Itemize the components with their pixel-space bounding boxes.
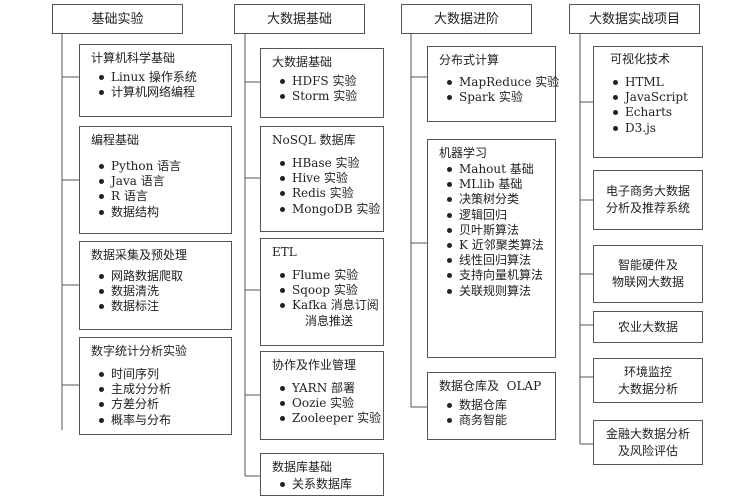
list-item: Spark 实验	[445, 90, 555, 105]
project-agriculture: 农业大数据	[593, 311, 703, 343]
column-header-projects: 大数据实战项目	[569, 4, 700, 34]
column-title: 大数据进阶	[433, 11, 499, 27]
list-item: Sqoop 实验	[278, 283, 383, 298]
project-line: 农业大数据	[617, 319, 678, 334]
project-line: 环境监控	[623, 364, 672, 379]
project-line: 智能硬件及	[617, 258, 678, 272]
list-item: Redis 实验	[278, 186, 383, 201]
list-item: HBase 实验	[278, 156, 383, 171]
list-item: 商务智能	[445, 413, 555, 428]
list-item: K 近邻聚类算法	[445, 238, 555, 253]
section-title: 数据采集及预处理	[91, 248, 188, 262]
list-item: 计算机网络编程	[97, 85, 231, 100]
project-ecommerce: 电子商务大数据 分析及推荐系统	[593, 170, 703, 230]
section-data-warehouse: 数据仓库及 OLAP 数据仓库 商务智能	[427, 372, 556, 440]
project-line: 电子商务大数据	[605, 184, 690, 198]
section-machine-learning: 机器学习 Mahout 基础 MLlib 基础 决策树分类 逻辑回归 贝叶斯算法…	[427, 139, 556, 358]
list-item: Java 语言	[97, 174, 231, 189]
list-item: 数据结构	[97, 205, 231, 220]
list-item: HTML	[611, 75, 702, 90]
list-item: YARN 部署	[278, 381, 383, 396]
list-item: Storm 实验	[278, 89, 383, 104]
section-cs-basics: 计算机科学基础 Linux 操作系统 计算机网络编程	[79, 44, 232, 117]
list-item: 关系数据库	[278, 477, 383, 492]
section-etl: ETL Flume 实验 Sqoop 实验 Kafka 消息订阅 消息推送	[260, 238, 384, 346]
section-title: 数据库基础	[272, 460, 333, 474]
list-item: Oozie 实验	[278, 396, 383, 411]
list-item: 方差分析	[97, 397, 231, 412]
list-item: D3.js	[611, 121, 702, 136]
list-item-continuation: 消息推送	[305, 313, 354, 328]
column-title: 大数据实战项目	[588, 11, 680, 27]
section-programming-basics: 编程基础 Python 语言 Java 语言 R 语言 数据结构	[79, 126, 232, 234]
list-item: Kafka 消息订阅	[278, 298, 383, 313]
list-item: Linux 操作系统	[97, 70, 231, 85]
column-title: 大数据基础	[266, 11, 332, 27]
list-item: Hive 实验	[278, 171, 383, 186]
section-title: 编程基础	[91, 133, 140, 147]
section-statistics: 数字统计分析实验 时间序列 主成分分析 方差分析 概率与分布	[79, 337, 232, 435]
column-header-big-data-basics: 大数据基础	[234, 4, 365, 34]
list-item: 概率与分布	[97, 413, 231, 428]
section-title: 可视化技术	[610, 52, 671, 66]
section-distributed-computing: 分布式计算 MapReduce 实验 Spark 实验	[427, 46, 559, 122]
section-title: ETL	[272, 245, 297, 259]
section-collaboration: 协作及作业管理 YARN 部署 Oozie 实验 Zooleeper 实验	[260, 351, 384, 440]
project-line: 物联网大数据	[611, 275, 684, 289]
section-title: 数字统计分析实验	[91, 344, 188, 358]
list-item: JavaScript	[611, 90, 702, 105]
list-item: Python 语言	[97, 159, 231, 174]
list-item: Zooleeper 实验	[278, 411, 383, 426]
list-item: 贝叶斯算法	[445, 223, 555, 238]
section-title: 数据仓库及 OLAP	[439, 379, 542, 393]
project-line: 金融大数据分析	[605, 426, 690, 441]
list-item: MongoDB 实验	[278, 202, 383, 217]
project-line: 大数据分析	[617, 381, 678, 396]
column-header-big-data-advanced: 大数据进阶	[401, 4, 532, 34]
column-title: 基础实验	[91, 11, 144, 27]
list-item: 时间序列	[97, 367, 231, 382]
section-title: NoSQL 数据库	[272, 133, 356, 147]
project-line: 及风险评估	[617, 443, 678, 458]
list-item: R 语言	[97, 189, 231, 204]
list-item: 逻辑回归	[445, 208, 555, 223]
section-nosql: NoSQL 数据库 HBase 实验 Hive 实验 Redis 实验 Mong…	[260, 126, 384, 232]
section-title: 大数据基础	[272, 55, 333, 69]
list-item: 主成分分析	[97, 382, 231, 397]
list-item: 关联规则算法	[445, 284, 555, 299]
section-data-collection: 数据采集及预处理 网路数据爬取 数据清洗 数据标注	[79, 241, 232, 330]
list-item: 线性回归算法	[445, 253, 555, 268]
section-big-data-basics: 大数据基础 HDFS 实验 Storm 实验	[260, 48, 384, 118]
list-item: Flume 实验	[278, 268, 383, 283]
list-item: 数据仓库	[445, 398, 555, 413]
project-finance: 金融大数据分析 及风险评估	[593, 420, 703, 465]
list-item: 数据标注	[97, 299, 231, 314]
section-title: 分布式计算	[439, 53, 500, 67]
column-header-basic-experiments: 基础实验	[52, 4, 183, 34]
section-database-basics: 数据库基础 关系数据库	[260, 453, 384, 496]
list-item: 决策树分类	[445, 192, 555, 207]
list-item: HDFS 实验	[278, 74, 383, 89]
list-item: Echarts	[611, 105, 702, 120]
list-item: MapReduce 实验	[445, 75, 559, 90]
list-item: 网路数据爬取	[97, 269, 231, 284]
list-item: 数据清洗	[97, 284, 231, 299]
project-environment: 环境监控 大数据分析	[593, 358, 703, 403]
project-line: 分析及推荐系统	[605, 201, 690, 215]
list-item: Mahout 基础	[445, 162, 555, 177]
section-title: 机器学习	[439, 146, 488, 160]
project-iot: 智能硬件及 物联网大数据	[593, 245, 703, 303]
list-item: 支持向量机算法	[445, 268, 555, 283]
section-visualization: 可视化技术 HTML JavaScript Echarts D3.js	[593, 46, 703, 158]
list-item: MLlib 基础	[445, 177, 555, 192]
section-title: 协作及作业管理	[272, 358, 357, 372]
section-title: 计算机科学基础	[91, 51, 176, 65]
